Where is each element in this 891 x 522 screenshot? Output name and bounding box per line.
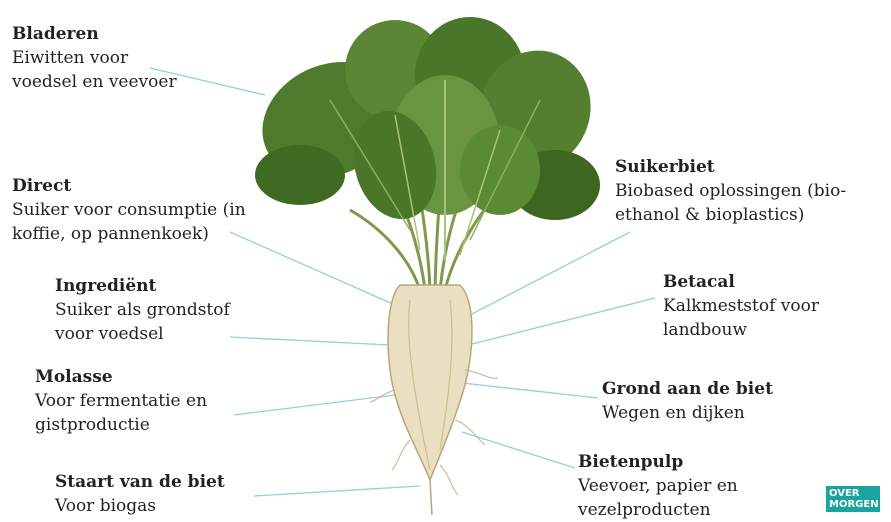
- label-betacal: Betacal Kalkmeststof voor landbouw: [663, 270, 819, 342]
- line-ingredient: [230, 337, 410, 346]
- label-desc: voedsel en veevoer: [12, 70, 177, 94]
- label-desc: Wegen en dijken: [602, 401, 773, 425]
- line-grond: [462, 383, 598, 398]
- line-suikerbiet: [470, 232, 630, 315]
- beet-root: [370, 285, 498, 515]
- label-desc: Voor biogas: [55, 494, 225, 518]
- label-staart: Staart van de biet Voor biogas: [55, 470, 225, 518]
- label-direct: Direct Suiker voor consumptie (in koffie…: [12, 174, 246, 246]
- label-desc: Veevoer, papier en: [578, 474, 738, 498]
- label-desc: ethanol & bioplastics): [615, 203, 846, 227]
- label-ingredient: Ingrediënt Suiker als grondstof voor voe…: [55, 274, 230, 346]
- label-suikerbiet: Suikerbiet Biobased oplossingen (bio- et…: [615, 155, 846, 227]
- label-title: Betacal: [663, 270, 819, 294]
- label-desc: Suiker als grondstof: [55, 298, 230, 322]
- label-title: Molasse: [35, 365, 207, 389]
- label-desc: gistproductie: [35, 413, 207, 437]
- label-desc: landbouw: [663, 318, 819, 342]
- label-desc: vezelproducten: [578, 498, 738, 522]
- label-desc: Kalkmeststof voor: [663, 294, 819, 318]
- line-staart: [254, 486, 420, 496]
- label-desc: Suiker voor consumptie (in: [12, 198, 246, 222]
- label-title: Bladeren: [12, 22, 177, 46]
- label-title: Grond aan de biet: [602, 377, 773, 401]
- label-title: Ingrediënt: [55, 274, 230, 298]
- label-desc: Voor fermentatie en: [35, 389, 207, 413]
- label-grond: Grond aan de biet Wegen en dijken: [602, 377, 773, 425]
- label-title: Direct: [12, 174, 246, 198]
- label-desc: Biobased oplossingen (bio-: [615, 179, 846, 203]
- line-molasse: [234, 395, 395, 415]
- line-direct: [230, 232, 395, 305]
- label-desc: voor voedsel: [55, 322, 230, 346]
- label-bietenpulp: Bietenpulp Veevoer, papier en vezelprodu…: [578, 450, 738, 522]
- label-bladeren: Bladeren Eiwitten voor voedsel en veevoe…: [12, 22, 177, 94]
- overmorgen-logo: OVER MORGEN: [826, 486, 880, 512]
- label-title: Bietenpulp: [578, 450, 738, 474]
- logo-line: MORGEN: [829, 499, 877, 510]
- label-desc: koffie, op pannenkoek): [12, 222, 246, 246]
- label-molasse: Molasse Voor fermentatie en gistproducti…: [35, 365, 207, 437]
- line-bietenpulp: [462, 432, 575, 468]
- label-title: Staart van de biet: [55, 470, 225, 494]
- label-title: Suikerbiet: [615, 155, 846, 179]
- logo-line: OVER: [829, 488, 877, 499]
- label-desc: Eiwitten voor: [12, 46, 177, 70]
